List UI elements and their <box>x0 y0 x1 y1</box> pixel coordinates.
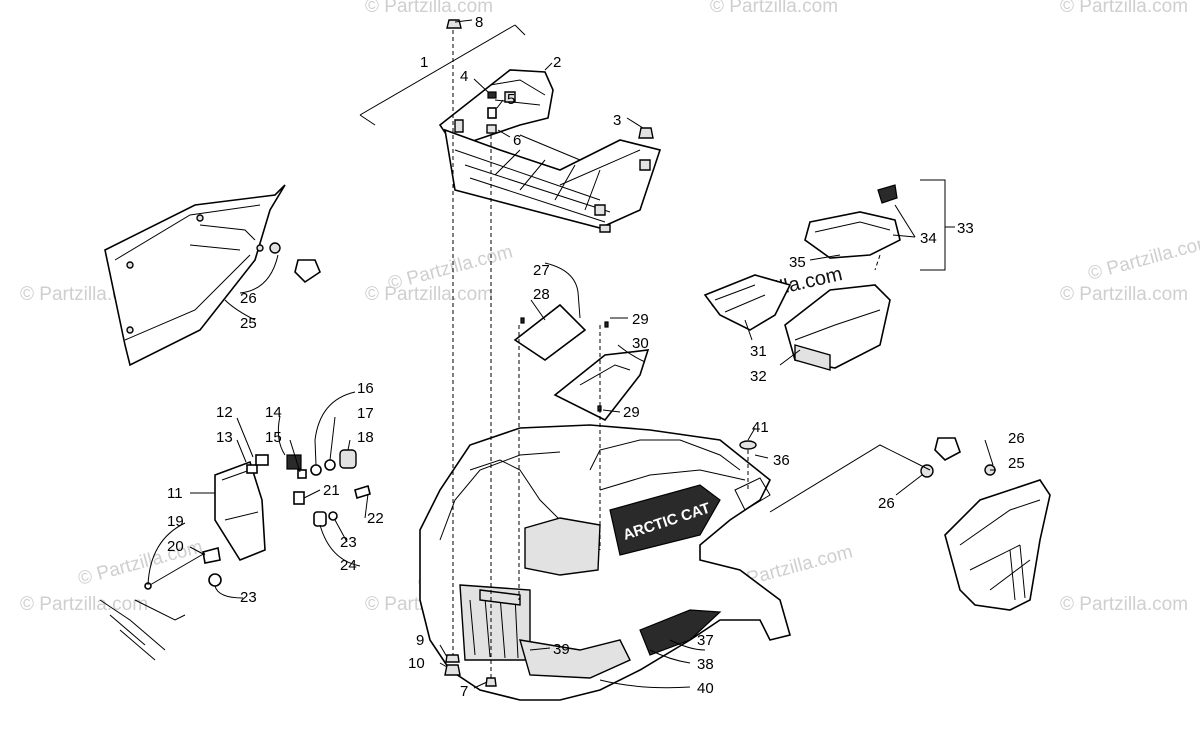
callout-31: 31 <box>750 343 767 360</box>
callout-37: 37 <box>697 632 714 649</box>
callout-39: 39 <box>553 641 570 658</box>
callout-25: 25 <box>240 315 257 332</box>
callout-20: 20 <box>167 538 184 555</box>
rack-fasteners <box>446 19 654 139</box>
callout-36: 36 <box>773 452 790 469</box>
watermark: © Partzilla.com <box>76 536 205 589</box>
callout-41: 41 <box>752 419 769 436</box>
callout-24: 24 <box>340 557 357 574</box>
callout-6: 6 <box>513 132 521 149</box>
watermark: © Partzilla.com <box>365 0 493 17</box>
small-hardware <box>444 317 757 687</box>
callout-14: 14 <box>265 404 282 421</box>
callout-22: 22 <box>367 510 384 527</box>
callout-11: 11 <box>167 485 183 502</box>
callout-23b: 23 <box>240 589 257 606</box>
leader-lines <box>147 19 996 689</box>
right-side-panel <box>920 437 1051 611</box>
headlight-assembly <box>99 449 371 661</box>
watermark: © Partzilla.com <box>365 284 493 305</box>
callout-10: 10 <box>408 655 425 672</box>
callout-34: 34 <box>920 230 937 247</box>
callout-19: 19 <box>167 513 184 530</box>
callout-40: 40 <box>697 680 714 697</box>
watermark: © Partzilla.com <box>20 594 148 615</box>
storage-box <box>703 184 901 371</box>
callout-7: 7 <box>460 683 468 700</box>
callout-17: 17 <box>357 405 374 422</box>
callout-29: 29 <box>632 311 649 328</box>
callout-27: 27 <box>533 262 550 279</box>
callout-1: 1 <box>420 54 428 71</box>
callout-labels: 1 2 3 4 5 6 7 8 9 10 11 12 13 14 15 16 1… <box>167 14 1025 700</box>
callout-35: 35 <box>789 254 806 271</box>
callout-25b: 25 <box>1008 455 1025 472</box>
callout-21: 21 <box>323 482 340 499</box>
callout-29b: 29 <box>623 404 640 421</box>
front-fender: ARCTIC CAT <box>419 424 791 701</box>
left-side-panel <box>104 184 321 367</box>
callout-18: 18 <box>357 429 374 446</box>
callout-26c: 26 <box>878 495 895 512</box>
callout-38: 38 <box>697 656 714 673</box>
callout-5: 5 <box>507 91 515 108</box>
callout-26b: 26 <box>1008 430 1025 447</box>
watermark: © Partzilla.com <box>1060 284 1188 305</box>
cover-plate <box>513 303 650 422</box>
callout-33: 33 <box>957 220 974 237</box>
watermark: © Partzilla.com <box>710 0 838 17</box>
callout-8: 8 <box>475 14 483 31</box>
watermark: © Partzilla.com <box>1060 0 1188 17</box>
callout-3: 3 <box>613 112 621 129</box>
watermark: © Partzilla.com <box>1086 231 1200 284</box>
nut-6 <box>486 124 497 134</box>
callout-30: 30 <box>632 335 649 352</box>
callout-12: 12 <box>216 404 233 421</box>
nut-3 <box>638 127 654 139</box>
callout-13: 13 <box>216 429 233 446</box>
callout-16: 16 <box>357 380 374 397</box>
callout-23: 23 <box>340 534 357 551</box>
callout-2: 2 <box>553 54 561 71</box>
callout-9: 9 <box>416 632 424 649</box>
watermark: © Partzilla.com <box>1060 594 1188 615</box>
callout-15: 15 <box>265 429 282 446</box>
callout-4: 4 <box>460 68 468 85</box>
callout-28: 28 <box>533 286 550 303</box>
washer-5 <box>487 107 497 119</box>
callout-32: 32 <box>750 368 767 385</box>
alignment-lines <box>452 30 881 678</box>
bolt-4 <box>487 91 497 99</box>
front-rack <box>438 69 662 233</box>
callout-26: 26 <box>240 290 257 307</box>
